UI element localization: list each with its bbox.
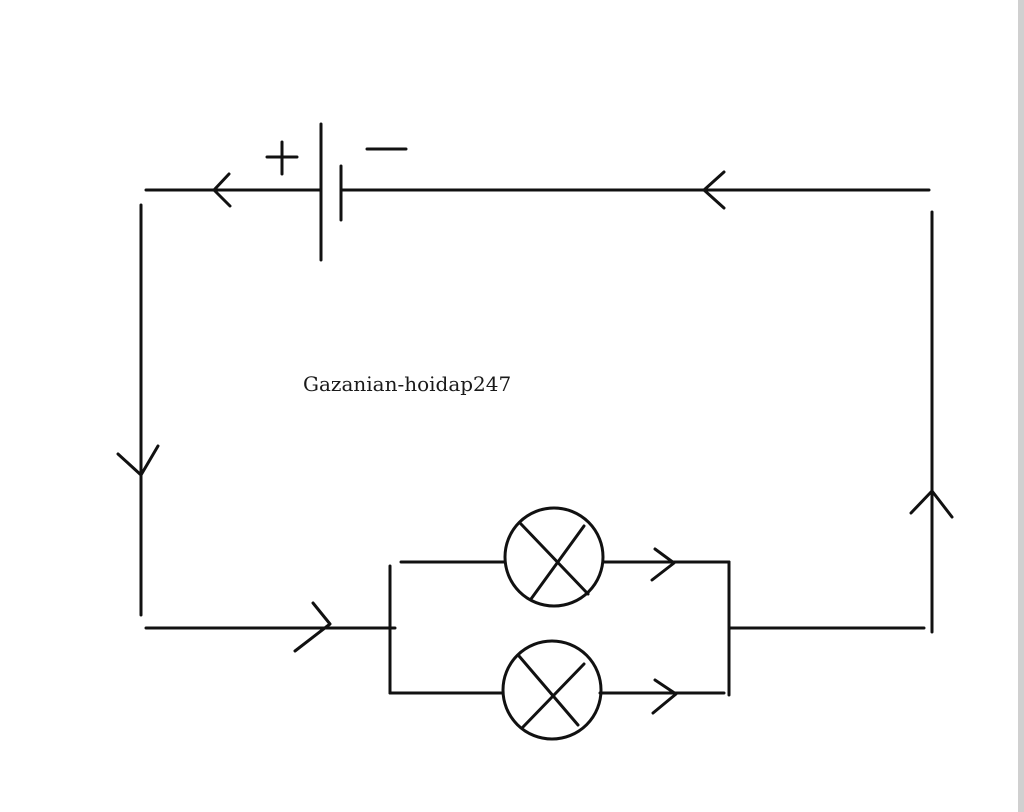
arrow-bottom-branch [651, 678, 678, 715]
lamp-top [503, 506, 605, 608]
page-edge [1018, 0, 1024, 812]
branch-bottom [388, 639, 726, 741]
arrow-left-down [116, 444, 160, 477]
branch-top [399, 506, 731, 608]
arrow-top-branch [650, 547, 676, 582]
lamp-bottom [501, 639, 603, 741]
arrow-right-up [909, 489, 954, 519]
arrow-top-left [212, 172, 232, 208]
arrow-top-right [702, 170, 726, 210]
arrow-bottom-left [293, 601, 332, 653]
battery [265, 122, 408, 262]
battery-plus-sign [265, 140, 299, 176]
watermark-text: Gazanian-hoidap247 [303, 372, 512, 396]
